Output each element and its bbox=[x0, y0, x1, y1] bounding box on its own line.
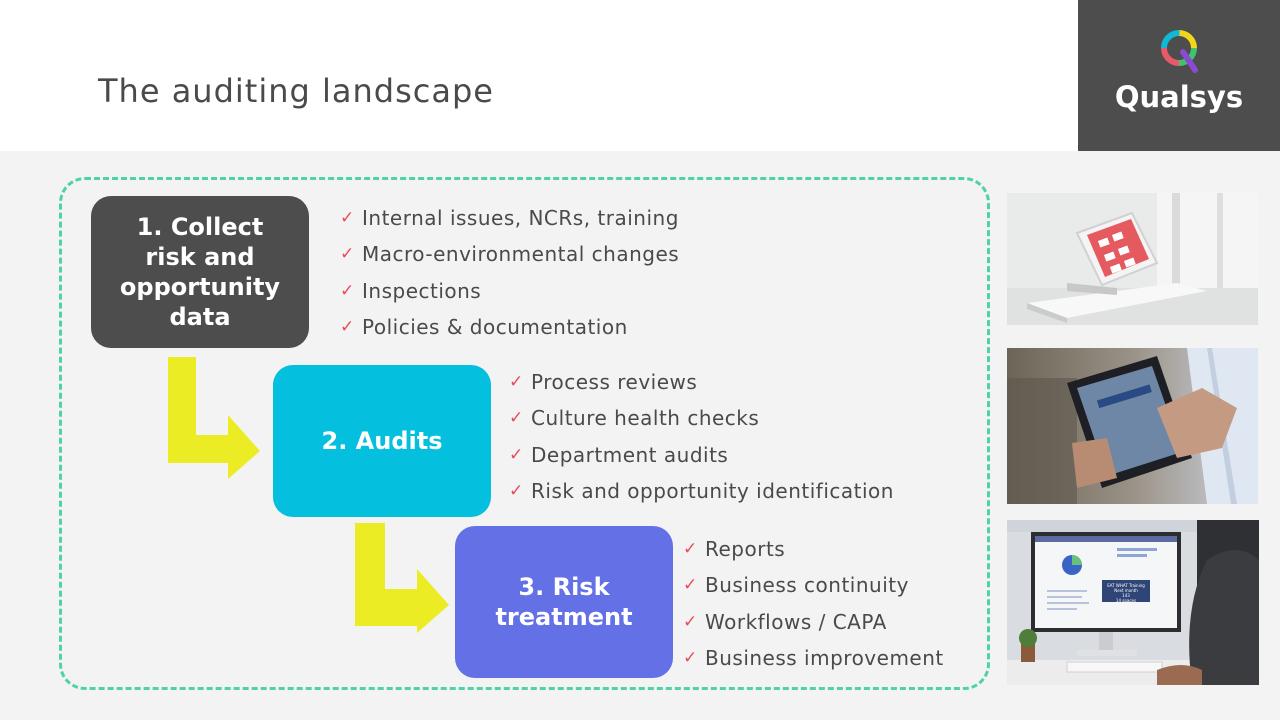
list-item: ✓Workflows / CAPA bbox=[683, 609, 887, 634]
step-label-line: treatment bbox=[495, 603, 633, 631]
risk-treatment-list: ✓Reports ✓Business continuity ✓Workflows… bbox=[683, 531, 944, 676]
check-icon: ✓ bbox=[509, 372, 524, 393]
check-icon: ✓ bbox=[509, 444, 524, 465]
screen-text: Next month bbox=[1114, 588, 1138, 593]
check-icon: ✓ bbox=[509, 481, 524, 502]
logo-text: Qualsys bbox=[1114, 80, 1244, 114]
check-icon: ✓ bbox=[340, 317, 355, 338]
check-icon: ✓ bbox=[509, 408, 524, 429]
list-item: ✓Reports bbox=[683, 537, 786, 562]
list-item: ✓Department audits bbox=[509, 442, 729, 467]
check-icon: ✓ bbox=[683, 648, 698, 669]
step-risk-treatment: 3. Risk treatment bbox=[455, 526, 673, 678]
list-item: ✓Business continuity bbox=[683, 573, 909, 598]
collect-data-list: ✓Internal issues, NCRs, training ✓Macro-… bbox=[340, 200, 679, 345]
list-item: ✓Business improvement bbox=[683, 646, 944, 671]
check-icon: ✓ bbox=[340, 208, 355, 229]
step-label-line: risk and bbox=[145, 243, 255, 271]
step-audits: 2. Audits bbox=[273, 365, 491, 517]
list-item: ✓Risk and opportunity identification bbox=[509, 479, 894, 504]
logo-panel bbox=[1078, 0, 1280, 151]
header-bar: The auditing landscape bbox=[0, 0, 1280, 151]
list-item: ✓Process reviews bbox=[509, 370, 698, 395]
list-item: ✓Policies & documentation bbox=[340, 315, 628, 340]
kiosk-photo bbox=[1007, 193, 1258, 325]
list-item: ✓Macro-environmental changes bbox=[340, 242, 680, 267]
arrow-step1-to-step2 bbox=[168, 357, 260, 479]
step-label-line: data bbox=[169, 303, 231, 331]
screen-text: 14 spaces bbox=[1116, 598, 1136, 603]
step-collect-data: 1. Collect risk and opportunity data bbox=[91, 196, 309, 348]
step-label-line: 1. Collect bbox=[136, 213, 264, 241]
qualsys-ring-icon bbox=[1161, 30, 1198, 73]
process-frame bbox=[59, 177, 990, 690]
check-icon: ✓ bbox=[683, 611, 698, 632]
check-icon: ✓ bbox=[340, 280, 355, 301]
monitor-photo: EAT WHAT Training Next month 143 14 spac… bbox=[1007, 520, 1259, 685]
screen-text: 143 bbox=[1122, 593, 1130, 598]
list-item: ✓Internal issues, NCRs, training bbox=[340, 206, 679, 231]
tablet-photo bbox=[1007, 348, 1258, 504]
audits-list: ✓Process reviews ✓Culture health checks … bbox=[509, 364, 894, 509]
list-item: ✓Culture health checks bbox=[509, 406, 760, 431]
check-icon: ✓ bbox=[340, 244, 355, 265]
screen-text: EAT WHAT Training bbox=[1107, 583, 1145, 588]
check-icon: ✓ bbox=[683, 539, 698, 560]
check-icon: ✓ bbox=[683, 575, 698, 596]
list-item: ✓Inspections bbox=[340, 278, 482, 303]
arrow-step2-to-step3 bbox=[355, 523, 449, 633]
step-label-line: 2. Audits bbox=[321, 427, 443, 455]
step-label-line: opportunity bbox=[119, 273, 281, 301]
page-title: The auditing landscape bbox=[98, 72, 494, 110]
step-label-line: 3. Risk bbox=[518, 573, 610, 601]
